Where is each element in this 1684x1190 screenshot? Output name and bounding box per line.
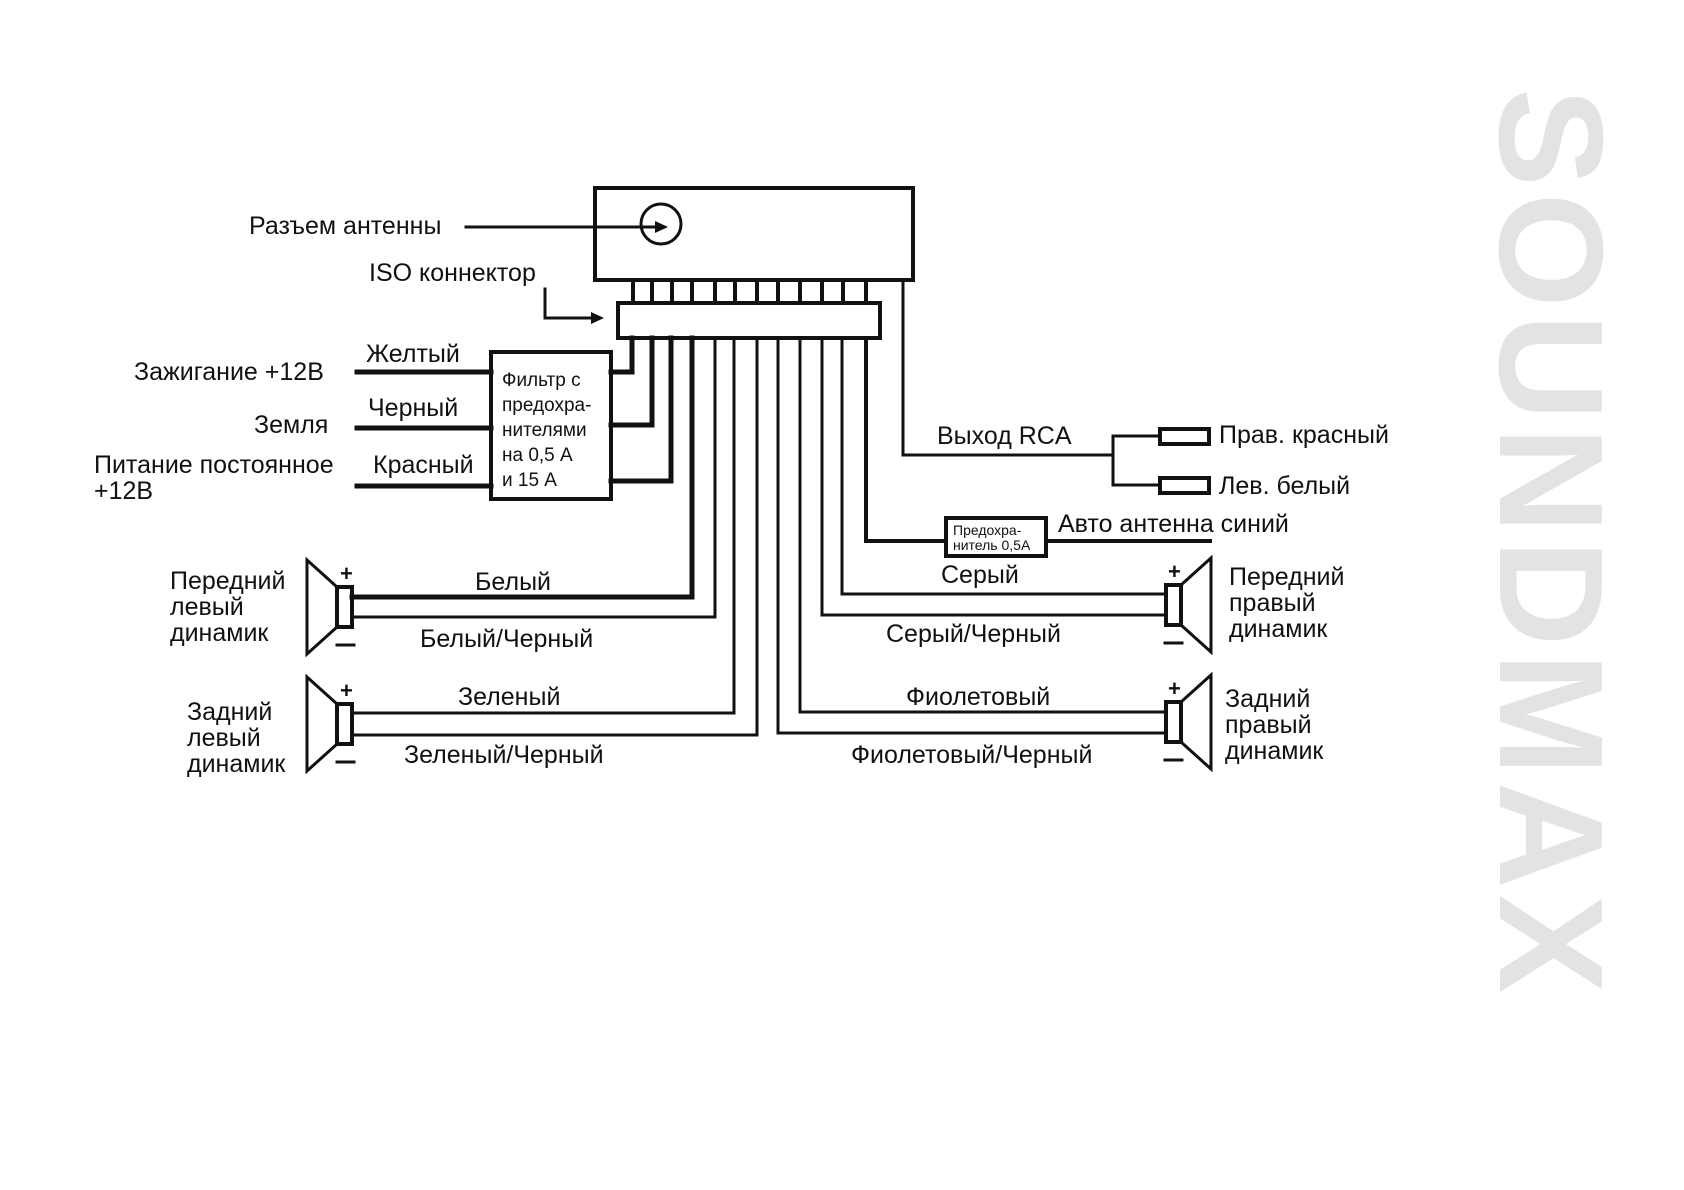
wire-label-white: Белый bbox=[475, 568, 551, 596]
speakers-group: + + + + bbox=[305, 554, 1213, 775]
speaker-name-front-right: Передний bbox=[1229, 563, 1344, 591]
speaker-magnet bbox=[1164, 700, 1183, 744]
wire-white bbox=[349, 335, 695, 600]
speaker-name-rear-right: динамик bbox=[1225, 737, 1324, 765]
speaker-name-rear-right: правый bbox=[1225, 711, 1312, 739]
wire-blue-auto-antenna bbox=[864, 336, 948, 543]
label-ground: Земля bbox=[254, 411, 328, 439]
speaker-name-rear-left: Задний bbox=[187, 698, 272, 726]
speaker-front-right: + bbox=[1163, 554, 1213, 656]
iso-pointer bbox=[543, 287, 600, 320]
wire-green bbox=[350, 336, 736, 715]
wire-red-out bbox=[608, 335, 674, 484]
speaker-name-front-left: динамик bbox=[170, 619, 269, 647]
wire-label-white-black: Белый/Черный bbox=[420, 625, 593, 653]
brand-watermark: SOUNDMAX bbox=[1468, 88, 1633, 999]
wire-yellow-out bbox=[608, 335, 635, 375]
head-unit-box bbox=[593, 186, 915, 282]
label-ignition: Зажигание +12В bbox=[134, 358, 324, 386]
wire-label-gray-black: Серый/Черный bbox=[886, 620, 1061, 648]
label-constant-power: Питание постоянное bbox=[94, 451, 334, 479]
wire-label-violet: Фиолетовый bbox=[906, 683, 1050, 711]
wire-label-green-black: Зеленый/Черный bbox=[404, 741, 604, 769]
fuse-box-small bbox=[944, 516, 1048, 558]
speaker-cone-icon bbox=[305, 556, 340, 658]
speaker-name-rear-left: динамик bbox=[187, 750, 286, 778]
rca-plug-right bbox=[1158, 427, 1211, 446]
speaker-cone-icon bbox=[1178, 554, 1213, 656]
filter-box-line: Фильтр с bbox=[502, 370, 581, 391]
iso-arrowhead bbox=[591, 312, 604, 324]
speaker-name-rear-left: левый bbox=[187, 724, 261, 752]
polarity-plus: + bbox=[1168, 559, 1181, 584]
wire-black-out bbox=[608, 335, 655, 428]
polarity-plus: + bbox=[340, 561, 353, 586]
speaker-name-rear-right: Задний bbox=[1225, 685, 1310, 713]
speaker-front-left: + bbox=[305, 556, 356, 658]
speaker-name-front-right: динамик bbox=[1229, 615, 1328, 643]
wire-label-yellow: Желтый bbox=[366, 340, 460, 368]
antenna-socket-label: Разъем антенны bbox=[249, 212, 441, 240]
wire-violet-black bbox=[776, 336, 1168, 735]
speaker-name-front-left: Передний bbox=[170, 567, 285, 595]
wire-gray bbox=[840, 336, 1168, 596]
rca-plug-left bbox=[1158, 476, 1211, 495]
iso-connector-strip bbox=[616, 301, 882, 340]
fuse-label-line: Предохра- bbox=[953, 522, 1022, 538]
filter-box-line: нителями bbox=[502, 420, 587, 441]
iso-connector-label: ISO коннектор bbox=[369, 259, 536, 287]
speaker-cone-icon bbox=[305, 673, 340, 775]
filter-box-line: предохра- bbox=[502, 395, 591, 416]
rca-left-label: Лев. белый bbox=[1219, 472, 1350, 500]
filter-box-line: на 0,5 А bbox=[502, 445, 573, 466]
rca-split bbox=[1111, 434, 1162, 487]
polarity-plus: + bbox=[340, 678, 353, 703]
fuse-label-line: нитель 0,5А bbox=[953, 537, 1031, 553]
wire-rca bbox=[901, 278, 1115, 457]
speaker-rear-left: + bbox=[305, 673, 356, 775]
speaker-magnet bbox=[335, 702, 354, 746]
wire-label-green: Зеленый bbox=[458, 683, 560, 711]
wire-label-gray: Серый bbox=[941, 561, 1019, 589]
wire-label-violet-black: Фиолетовый/Черный bbox=[851, 741, 1092, 769]
speaker-name-front-left: левый bbox=[170, 593, 244, 621]
wire-label-black: Черный bbox=[368, 394, 458, 422]
label-constant-power-voltage: +12В bbox=[94, 477, 153, 505]
speaker-name-front-right: правый bbox=[1229, 589, 1316, 617]
speaker-rear-right: + bbox=[1163, 671, 1213, 773]
wire-label-red: Красный bbox=[373, 451, 474, 479]
iso-pins bbox=[631, 278, 868, 305]
wire-white-black bbox=[350, 336, 717, 619]
rca-output-label: Выход RCA bbox=[937, 422, 1072, 450]
wire-gray-black bbox=[820, 336, 1168, 617]
speaker-cone-icon bbox=[1178, 671, 1213, 773]
wire-violet bbox=[798, 336, 1168, 714]
speaker-magnet bbox=[335, 585, 354, 629]
antenna-arrowhead bbox=[655, 221, 668, 233]
auto-antenna-label: Авто антенна синий bbox=[1058, 510, 1289, 538]
speaker-magnet bbox=[1164, 583, 1183, 627]
rca-right-label: Прав. красный bbox=[1219, 421, 1389, 449]
filter-box-line: и 15 А bbox=[502, 470, 557, 491]
antenna-socket-icon bbox=[639, 202, 683, 246]
wire-green-black bbox=[350, 336, 759, 737]
polarity-plus: + bbox=[1168, 676, 1181, 701]
